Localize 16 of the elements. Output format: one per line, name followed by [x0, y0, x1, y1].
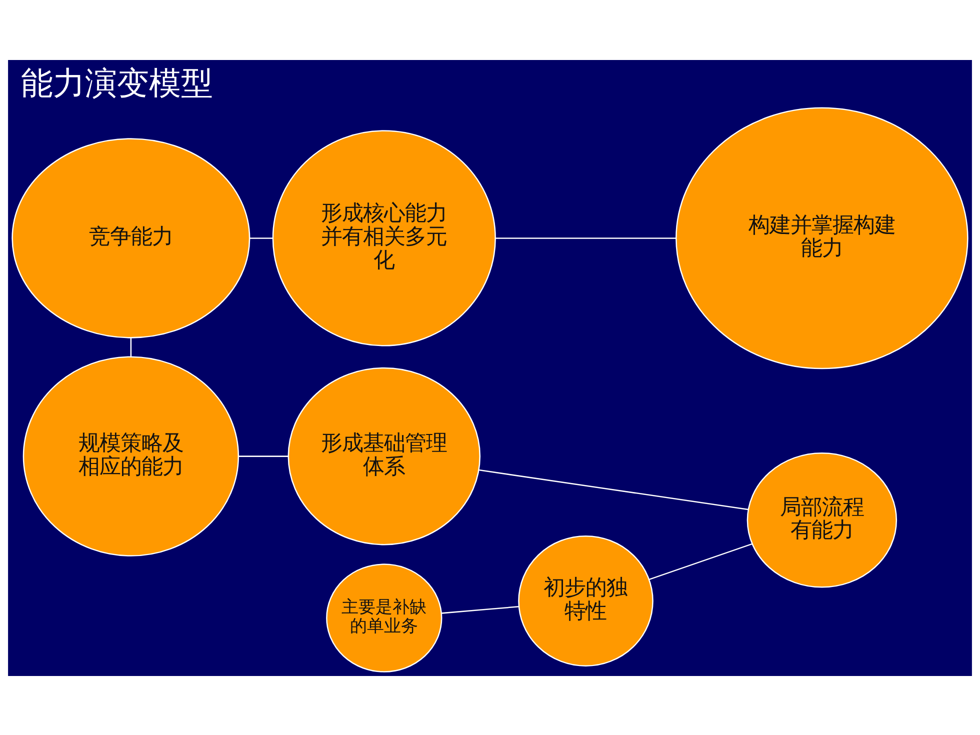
node-circle: 形成核心能力并有相关多元化	[272, 130, 496, 346]
node-ellipse: 竞争能力	[12, 138, 250, 338]
connector	[250, 237, 273, 238]
connector	[495, 237, 676, 238]
node-circle: 规模策略及相应的能力	[22, 356, 240, 556]
diagram-title: 能力演变模型	[21, 66, 214, 101]
node-circle: 局部流程有能力	[746, 452, 898, 588]
node-circle: 主要是补缺的单业务	[326, 563, 442, 672]
node-ellipse: 构建并掌握构建能力	[676, 106, 968, 369]
connector	[442, 605, 519, 614]
node-circle: 初步的独特性	[518, 534, 654, 666]
connector	[238, 455, 288, 456]
connector	[130, 338, 132, 356]
node-circle: 形成基础管理体系	[288, 366, 481, 545]
connector	[649, 542, 752, 580]
connector	[478, 468, 748, 510]
